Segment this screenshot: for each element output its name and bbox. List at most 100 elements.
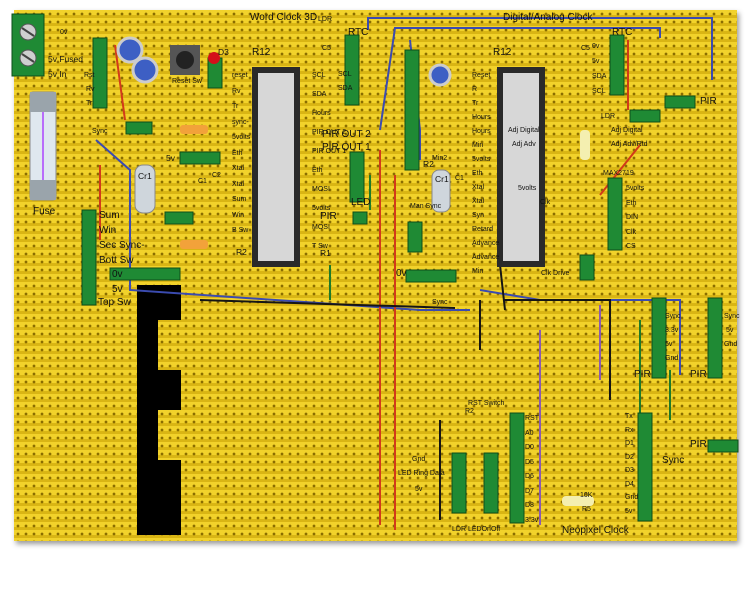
led-d3 xyxy=(208,52,220,64)
label-dc-rtc-adj-adv: Adj Adv/Rtd xyxy=(611,141,648,148)
wire-black-1 xyxy=(199,299,456,309)
label-5v-in: 5v In xyxy=(48,69,67,79)
label-5v: 5v xyxy=(166,153,175,163)
dip-socket-word xyxy=(252,67,300,267)
label-rh-pir1: PIR xyxy=(634,369,651,380)
label-rst: Rst xyxy=(84,72,95,79)
header-0v xyxy=(109,267,181,281)
header-pir-bottom xyxy=(707,439,739,453)
label-rv: Rv xyxy=(86,86,95,93)
label-np-ldr: LDR xyxy=(452,526,467,533)
label-win: Win xyxy=(99,225,117,236)
label-wc-led: LED xyxy=(351,197,371,208)
np-pins-1: A0 xyxy=(525,429,534,437)
title-word-clock: Word Clock 3D xyxy=(250,12,318,23)
header-right-sync2 xyxy=(707,297,723,379)
dc-left-2: Tr xyxy=(472,100,479,107)
np-right-5: D4 xyxy=(625,480,634,488)
label-wc-rtc-sda: SDA xyxy=(338,85,353,92)
rh-1: 3.3v xyxy=(665,327,679,334)
dc-left-8: Xtal xyxy=(472,184,485,191)
title-ldr-top: LDR xyxy=(318,16,333,23)
dc-left-9: Xtal xyxy=(472,198,485,205)
label-np-gnd: Gnd xyxy=(412,456,426,463)
dc-left-5: Min xyxy=(472,142,484,149)
np-pins-7: 3.3v xyxy=(525,516,539,524)
label-sum: Sum xyxy=(99,210,120,221)
label-wc-r12: R12 xyxy=(252,47,271,58)
dc-rtc-1: 5v xyxy=(592,58,600,65)
dc-rtc-3: SCL xyxy=(592,88,606,95)
header-pir-right xyxy=(664,95,696,109)
wc-left-0: reset xyxy=(232,72,248,79)
dc-max-4: CS xyxy=(626,243,636,250)
label-5v-fused: 5v Fused xyxy=(48,54,83,64)
dip-socket-digital xyxy=(497,67,545,267)
label-sync: Sync xyxy=(92,128,108,135)
header-clkdrive xyxy=(579,254,595,281)
label-dc-5volts: 5volts xyxy=(518,185,537,192)
dc-left-11: Retard xyxy=(472,226,494,233)
resistor-2 xyxy=(180,240,208,249)
wc-right-6: MOSI xyxy=(312,186,330,193)
resistor-ldr xyxy=(580,130,590,160)
label-pir-out-2: PIR OUT 2 xyxy=(322,129,371,140)
resistor-1 xyxy=(180,125,208,134)
header-neopixel-left xyxy=(451,452,467,514)
label-wc-c1: C1 xyxy=(198,178,207,185)
wc-right-8: MOSI xyxy=(312,224,330,231)
header-5v xyxy=(179,151,221,165)
np-pins-4: D6 xyxy=(525,473,534,480)
resistor-r5 xyxy=(562,496,594,506)
dc-left-6: 5volts xyxy=(472,156,491,163)
label-top-sw: Top Sw xyxy=(98,297,131,308)
label-np-5v: 5v xyxy=(415,486,423,493)
wc-left-6: Xtal xyxy=(232,165,245,172)
label-left-0v: 0v xyxy=(112,269,123,280)
label-dc-max: MAX2719 xyxy=(603,170,634,177)
label-np-r5: R5 xyxy=(582,506,591,513)
label-dc-min2: Min2 xyxy=(432,155,448,162)
label-wc-c5: C5 xyxy=(322,45,331,52)
rh-0: Sync xyxy=(665,313,681,320)
stripboard xyxy=(14,10,737,541)
dc-left-7: Eth xyxy=(472,170,483,177)
label-rh-5v: 5v xyxy=(726,327,734,334)
label-np-rst-switch: RST Switch xyxy=(468,400,505,407)
wc-left-9: Win xyxy=(232,211,245,219)
header-pir-word2 xyxy=(352,211,368,225)
np-pins-6: D8 xyxy=(525,502,534,509)
label-dc-adj-digital: Adj Digital xyxy=(508,127,540,134)
label-wc-r1: R1 xyxy=(320,248,331,258)
wc-left-4: 5volts xyxy=(232,134,251,141)
label-pir-out-1: PIR OUT 1 xyxy=(322,142,371,153)
dc-left-14: Min xyxy=(472,268,484,275)
label-dc-clk-drive: Clk Drive xyxy=(541,270,570,277)
label-dc-sync: Sync xyxy=(432,299,448,306)
np-right-0: Tx xyxy=(625,413,633,420)
dc-left-3: Hours xyxy=(472,114,491,121)
label-dc-rtc: RTC xyxy=(612,27,633,38)
crystal-digital xyxy=(431,169,451,213)
dc-max-2: DIN xyxy=(626,214,639,221)
label-wc-r2: R2 xyxy=(236,247,247,257)
label-dc-0v: 0v xyxy=(396,268,407,279)
wc-right-4: PIR OUT 1 xyxy=(312,148,347,155)
np-right-1: Rx xyxy=(625,426,634,434)
label-dc-clk: Clk xyxy=(540,199,551,206)
header-max xyxy=(607,177,623,251)
np-right-2: D1 xyxy=(625,440,634,447)
wc-right-7: 5volts xyxy=(312,205,331,212)
label-dc-c1: C1 xyxy=(455,175,464,182)
header-left-switches xyxy=(81,209,97,306)
label-wc-c2: C2 xyxy=(212,172,221,179)
label-dc-adj-adv: Adj Adv xyxy=(512,141,536,148)
wc-right-5: Eth xyxy=(312,167,323,174)
wc-left-5: Eth xyxy=(232,149,243,157)
np-pins-3: D5 xyxy=(525,458,534,466)
wc-left-8: Sum xyxy=(232,196,247,203)
header-mid-digital xyxy=(407,221,423,253)
wire-red-6 xyxy=(599,144,641,196)
label-sec-sync: Sec Sync- xyxy=(99,240,145,251)
